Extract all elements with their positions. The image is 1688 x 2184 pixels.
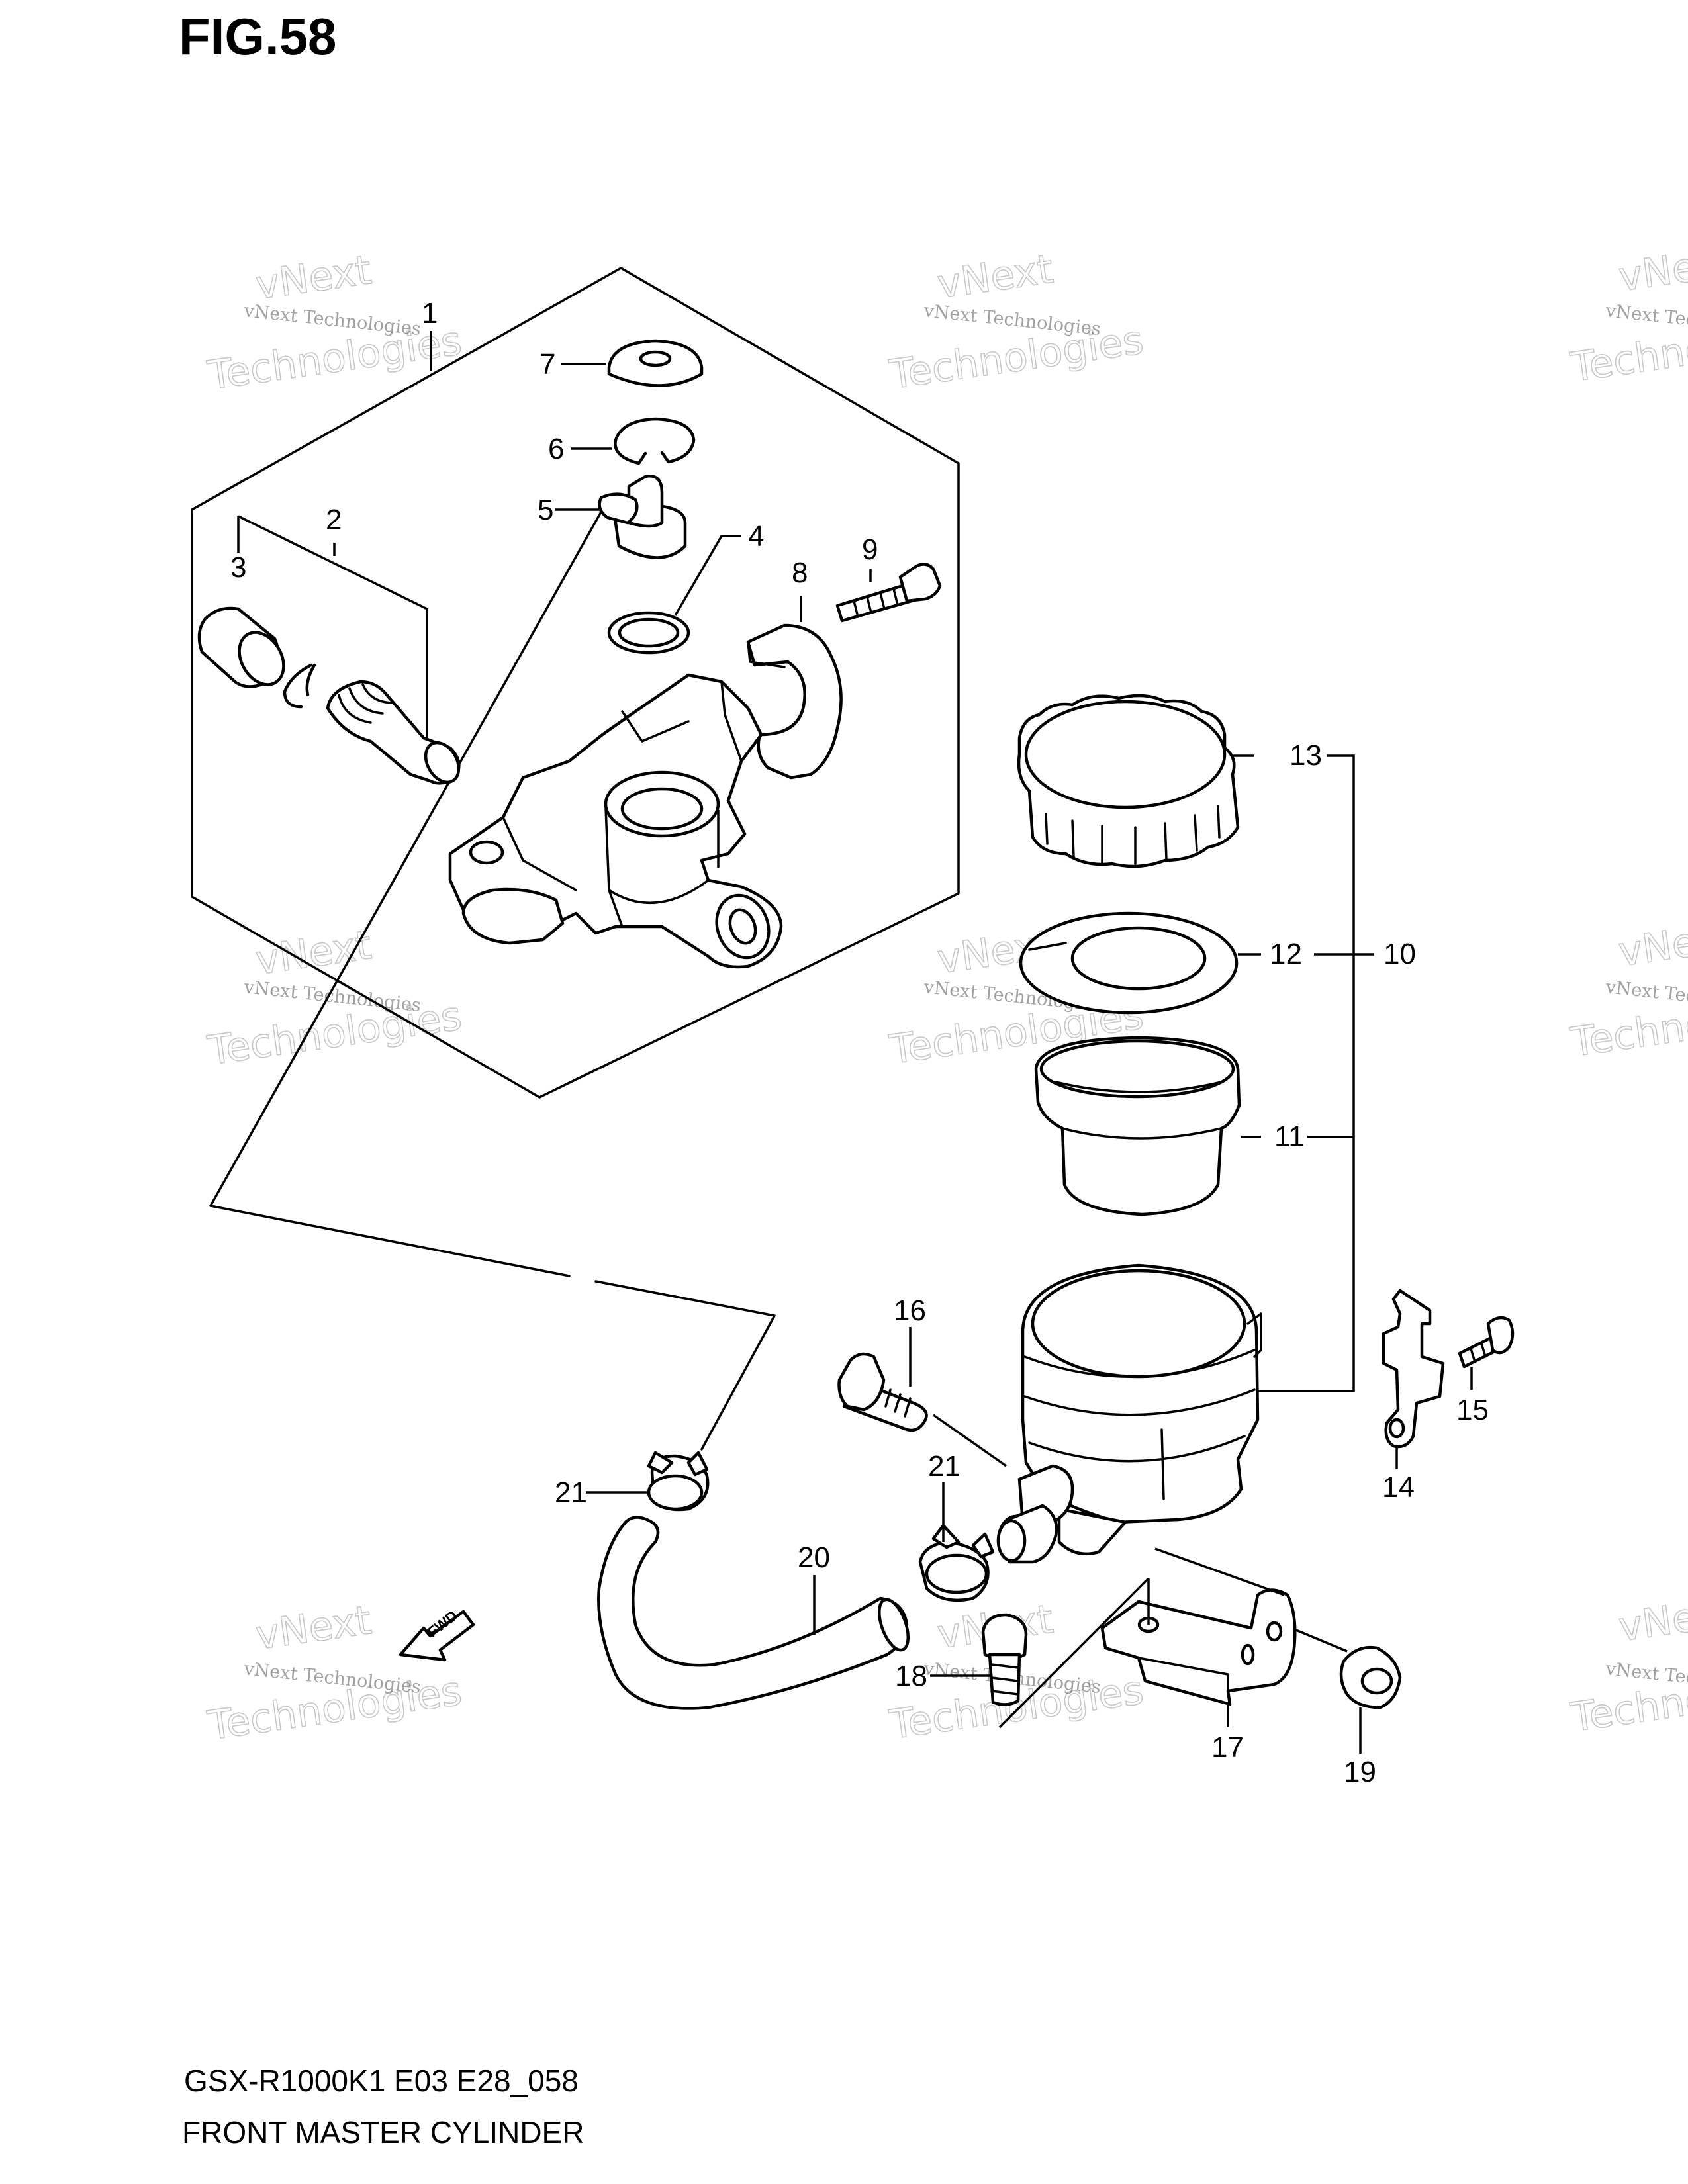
part-2-piston xyxy=(326,680,461,785)
leader-4 xyxy=(674,535,741,616)
leader-reservoir-bolt-path xyxy=(932,1414,1008,1467)
part-12-diaphragm-plate xyxy=(1019,911,1239,1015)
callout-3: 3 xyxy=(230,551,246,584)
callout-20: 20 xyxy=(798,1541,830,1574)
part-19-nut xyxy=(1339,1645,1402,1709)
callout-15: 15 xyxy=(1456,1394,1489,1426)
master-cylinder-body xyxy=(448,673,783,969)
part-20-hose xyxy=(597,1516,910,1710)
part-2-circlip xyxy=(283,663,316,709)
part-14-bracket xyxy=(1382,1289,1445,1449)
hose-routing-line xyxy=(209,508,604,1277)
part-9-bolt xyxy=(835,563,942,623)
part-6-circlip xyxy=(614,417,696,465)
part-8-clamp xyxy=(746,623,843,780)
callout-9: 9 xyxy=(862,533,878,566)
watermark-layer: vNext Technologies vNext Technologies vN… xyxy=(204,238,1688,1750)
watermark-1-small: vNext Technologies xyxy=(242,300,422,340)
watermark-9: vNext Technologies xyxy=(1568,1588,1688,1742)
svg-text:vNext: vNext xyxy=(935,246,1056,308)
part-15-screw xyxy=(1458,1316,1515,1369)
callout-2: 2 xyxy=(326,504,342,536)
part-3-piston-cup xyxy=(197,606,285,688)
svg-text:vNext: vNext xyxy=(253,922,374,984)
part-4-o-ring xyxy=(607,611,690,655)
section-name-caption: FRONT MASTER CYLINDER xyxy=(182,2115,584,2150)
callout-4: 4 xyxy=(748,520,764,553)
reservoir-tank xyxy=(996,1263,1262,1564)
svg-text:vNext: vNext xyxy=(1616,239,1688,301)
callout-5: 5 xyxy=(538,494,553,526)
callout-labels: 1 2 3 4 5 6 7 8 9 10 11 12 13 14 15 16 1… xyxy=(230,297,1489,1788)
svg-text:vNext: vNext xyxy=(1616,1589,1688,1651)
leader-bracket-2-3 xyxy=(238,515,428,758)
leader-bracket-10 xyxy=(1238,754,1355,1392)
callout-11: 11 xyxy=(1274,1120,1305,1153)
svg-text:vNext: vNext xyxy=(1616,914,1688,976)
part-7-boot xyxy=(607,339,704,387)
part-16-bolt xyxy=(837,1352,928,1432)
callout-21-upper: 21 xyxy=(555,1477,587,1509)
callout-19: 19 xyxy=(1344,1756,1376,1788)
callout-13: 13 xyxy=(1289,739,1322,772)
callout-14: 14 xyxy=(1382,1471,1415,1504)
svg-text:vNext: vNext xyxy=(253,247,374,309)
watermark-2-small: vNext Technologies xyxy=(922,300,1102,340)
callout-16: 16 xyxy=(894,1295,926,1327)
svg-text:vNext: vNext xyxy=(253,1597,374,1659)
callout-8: 8 xyxy=(792,557,808,589)
part-11-diaphragm xyxy=(1034,1036,1241,1216)
leader-bracket-path xyxy=(1154,1547,1285,1596)
figure-title: FIG.58 xyxy=(179,7,336,66)
callout-17: 17 xyxy=(1211,1731,1244,1764)
leader-bolt-18-path xyxy=(998,1577,1150,1729)
part-5-hose-joint xyxy=(598,475,687,559)
callout-21-lower: 21 xyxy=(928,1450,961,1482)
part-21-hose-clamp-lower xyxy=(918,1524,995,1602)
callout-10: 10 xyxy=(1383,938,1416,970)
part-21-hose-clamp-upper xyxy=(647,1451,710,1512)
callout-7: 7 xyxy=(539,348,555,381)
callout-18: 18 xyxy=(895,1660,927,1692)
callout-6: 6 xyxy=(548,433,564,465)
callout-12: 12 xyxy=(1270,938,1302,970)
part-18-bolt xyxy=(981,1613,1028,1706)
callout-1: 1 xyxy=(422,297,438,330)
part-17-bracket xyxy=(1100,1588,1297,1706)
model-code-caption: GSX-R1000K1 E03 E28_058 xyxy=(184,2064,579,2098)
assembly-boundary xyxy=(191,267,960,1099)
fwd-arrow-icon: FWD xyxy=(399,1607,475,1662)
part-13-reservoir-cap xyxy=(1017,694,1240,868)
